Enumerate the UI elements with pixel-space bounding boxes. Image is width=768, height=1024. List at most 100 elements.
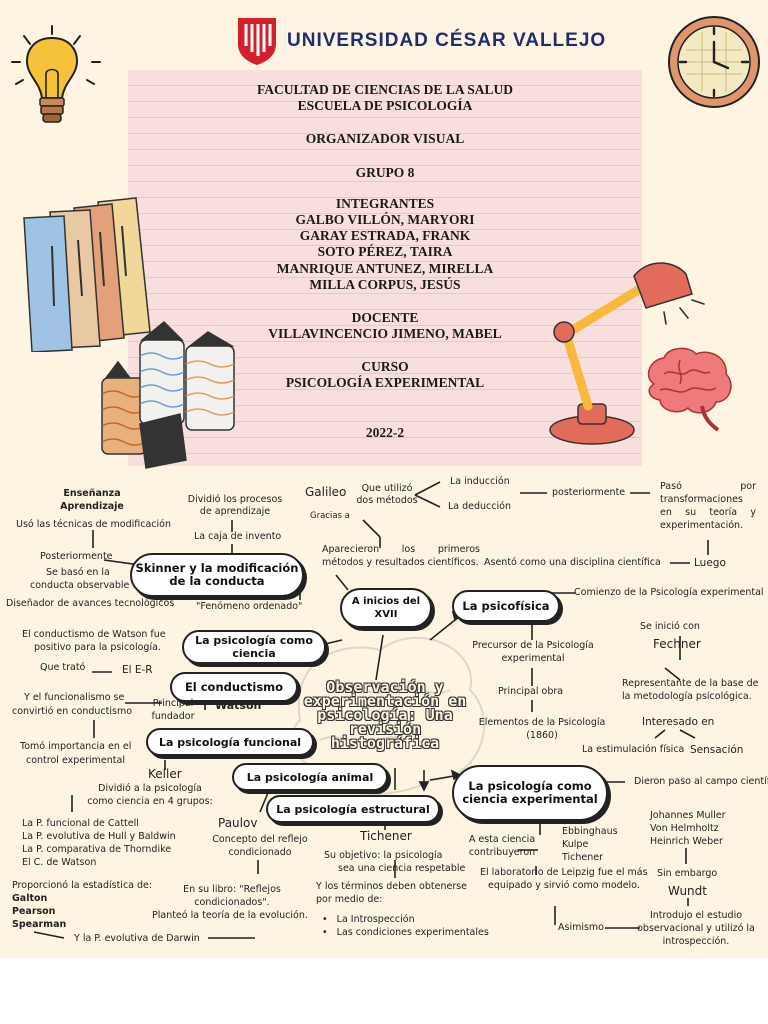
member-name: SOTO PÉREZ, TAIRA	[317, 244, 453, 259]
label-elementos-1: Elementos de la Psicología	[478, 717, 606, 728]
label-asento: Asentó como una	[484, 557, 567, 568]
label-que-utilizo-2: dos métodos	[356, 495, 418, 506]
label-fechner: Fechner	[653, 637, 701, 651]
group-label: GRUPO 8	[355, 165, 415, 180]
label-sensacion: Sensación	[690, 744, 744, 756]
node-conductismo: El conductismo	[170, 672, 298, 702]
label-introdujo-1: Introdujo el estudio	[649, 910, 743, 921]
member-name: GALBO VILLÓN, MARYORI	[295, 212, 475, 227]
node-psicologia-funcional: La psicología funcional	[146, 728, 314, 756]
bullet-condiciones: • Las condiciones experimentales	[322, 927, 489, 938]
teacher-name: VILLAVINCENCIO JIMENO, MABEL	[268, 326, 502, 341]
label-posteriormente: Posteriormente	[40, 551, 113, 562]
label-dividio-ciencia-1: Dividió a la psicología	[98, 783, 202, 794]
label-asimismo: Asimismo	[558, 922, 604, 933]
label-muller: Johannes Muller	[650, 810, 726, 821]
label-concepto-2: condicionado	[228, 847, 292, 858]
label-conductismo-watson-1: El conductismo de Watson fue	[22, 629, 166, 640]
label-objetivo-2: sea una ciencia respetable	[338, 863, 466, 874]
label-proporciono: Proporcionó la estadística de:	[12, 880, 153, 891]
label-se-baso: Se basó en la	[46, 567, 110, 578]
document-type: ORGANIZADOR VISUAL	[305, 131, 465, 146]
node-psicologia-ciencia: La psicología como ciencia	[182, 630, 326, 664]
label-principal-obra: Principal obra	[498, 686, 564, 697]
bullet-introspeccion: • La Introspección	[322, 914, 415, 925]
lightbulb-icon	[11, 25, 101, 123]
label-estimulacion: La estimulación física	[582, 744, 685, 755]
label-introdujo-3: introspección.	[662, 936, 730, 947]
label-que-trato: Que trató	[40, 662, 86, 673]
label-principal-2: fundador	[151, 711, 195, 722]
label-aparecieron-1: Aparecieron los primeros	[322, 544, 480, 555]
label-caja: La caja de invento	[194, 531, 282, 542]
label-psicologia-group: La P. funcional de Cattell	[22, 818, 139, 829]
label-tichener: Tichener	[360, 829, 412, 843]
label-sin-embargo: Sin embargo	[657, 868, 718, 879]
label-uso-tecnicas: Usó las técnicas de modificación	[16, 519, 171, 530]
node-ciencia-experimental: La psicología como ciencia experimental	[452, 765, 608, 821]
node-psicologia-animal: La psicología animal	[232, 763, 388, 791]
label-gracias: Gracias a	[310, 511, 350, 521]
label-introdujo-2: observacional y utilizó la	[637, 923, 755, 934]
label-keller: Keller	[148, 767, 182, 781]
node-psicologia-estructural: La psicología estructural	[266, 795, 440, 823]
label-posteriormente-2: posteriormente	[552, 487, 626, 498]
label-disciplina: disciplina científica	[570, 557, 661, 568]
label-esta-ciencia-1: A esta ciencia	[468, 834, 536, 845]
cover-card	[128, 70, 642, 466]
label-funcionalismo-2: convirtió en conductismo	[12, 706, 133, 717]
bullet-text: La Introspección	[336, 914, 415, 925]
clock-icon	[668, 16, 760, 108]
label-laboratorio-1: El laboratorio de Leipzig fue el más	[480, 867, 648, 878]
node-skinner: Skinner y la modificación de la conducta	[130, 553, 304, 597]
connector-lines	[33, 481, 709, 939]
central-topic-title: Observación y experimentación en psicolo…	[303, 678, 467, 752]
label-psicologia-group: La P. comparativa de Thorndike	[22, 844, 172, 855]
label-weber: Heinrich Weber	[650, 836, 723, 847]
label-laboratorio-2: equipado y sirvió como modelo.	[488, 880, 640, 891]
page: UNIVERSIDAD CÉSAR VALLEJO FACULTAD DE CI…	[0, 0, 768, 958]
label-darwin: Y la P. evolutiva de Darwin	[74, 933, 200, 944]
label-representante-2: la metodología psicológica.	[622, 691, 752, 702]
label-induccion: La inducción	[450, 476, 510, 487]
label-tomo-1: Tomó importancia en el	[20, 741, 132, 752]
label-que-utilizo-1: Que utilizó	[361, 483, 413, 494]
university-shield-logo	[238, 18, 276, 65]
member-name: MILLA CORPUS, JESÚS	[309, 277, 461, 292]
label-precursor-1: Precursor de la Psicología	[472, 640, 594, 651]
label-se-inicio: Se inició con	[640, 621, 700, 632]
label-spearman: Spearman	[12, 919, 67, 930]
label-disenador: Diseñador de avances tecnológicos	[6, 598, 175, 609]
label-dividio-ciencia-2: como ciencia en 4 grupos:	[87, 796, 213, 807]
member-name: MANRIQUE ANTUNEZ, MIRELLA	[276, 261, 494, 276]
period-label: 2022-2	[365, 425, 405, 440]
label-planteo: Planteó la teoría de la evolución.	[152, 910, 308, 921]
desk-lamp-icon	[549, 262, 705, 445]
label-galton: Galton	[12, 893, 48, 904]
label-terminos-2: por medio de:	[316, 894, 383, 905]
label-pavlov: Paulov	[218, 816, 258, 830]
label-libro-1: En su libro: "Reflejos	[183, 884, 281, 895]
label-representante-1: Representante de la base de	[622, 678, 759, 689]
label-comienzo: Comienzo de la Psicología experimental	[574, 587, 764, 598]
university-name: UNIVERSIDAD CÉSAR VALLEJO	[287, 30, 607, 51]
label-principal-1: Principal	[152, 698, 194, 709]
label-dividio-2: de aprendizaje	[199, 506, 271, 517]
node-a-inicios: A inicios del XVII	[340, 588, 432, 628]
label-aprendizaje: Aprendizaje	[60, 501, 124, 512]
books-icon	[23, 197, 151, 352]
label-psicologia-group: La P. evolutiva de Hull y Baldwin	[22, 831, 176, 842]
brain-icon	[647, 347, 732, 432]
label-psicologia-group: El C. de Watson	[22, 857, 97, 868]
label-watson: Watson	[215, 699, 262, 712]
label-aparecieron-2: métodos y resultados científicos.	[322, 557, 479, 568]
label-luego: Luego	[694, 557, 726, 569]
label-conductismo-watson-2: positivo para la psicología.	[34, 642, 161, 653]
teacher-heading: DOCENTE	[351, 310, 419, 325]
course-heading: CURSO	[361, 359, 409, 374]
school-title: ESCUELA DE PSICOLOGÍA	[297, 98, 473, 113]
label-paso-1: Pasó por	[660, 481, 756, 492]
label-ebbinghaus: Ebbinghaus	[562, 826, 618, 837]
label-terminos-1: Y los términos deben obtenerse	[316, 881, 468, 892]
label-conducta-observable: conducta observable	[30, 580, 130, 591]
